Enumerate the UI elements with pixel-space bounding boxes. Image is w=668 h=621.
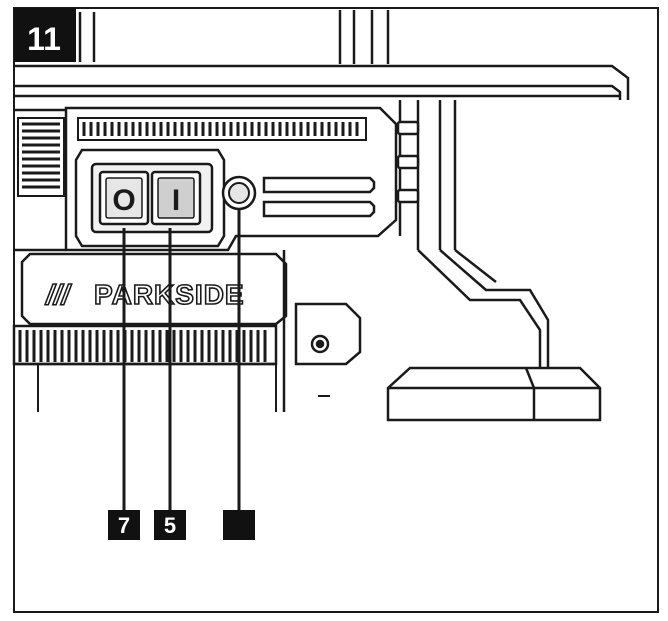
- brand-mark: ///: [44, 279, 73, 310]
- callout-5: 5: [154, 510, 186, 540]
- screw-bracket: [282, 250, 362, 412]
- on-symbol: I: [172, 184, 180, 217]
- brand-plate: /// PARKSIDE: [20, 252, 288, 326]
- callout-7: 7: [108, 510, 140, 540]
- gear-rack: [12, 324, 278, 412]
- off-switch: O: [98, 170, 150, 226]
- top-rail: [14, 10, 630, 100]
- callout-7-label: 7: [118, 513, 130, 538]
- figure-number: 11: [27, 21, 61, 57]
- figure-number-badge: 11: [14, 8, 76, 62]
- round-button: [221, 175, 257, 211]
- callout-leaders: [122, 208, 241, 510]
- callout-5-label: 5: [164, 513, 176, 538]
- side-slots: [262, 120, 420, 218]
- foot: [386, 366, 602, 422]
- on-switch: I: [150, 170, 202, 226]
- callout-blank: [223, 510, 255, 540]
- off-symbol: O: [112, 184, 135, 217]
- vent-slots: [17, 117, 367, 197]
- switch-housing: [74, 148, 226, 248]
